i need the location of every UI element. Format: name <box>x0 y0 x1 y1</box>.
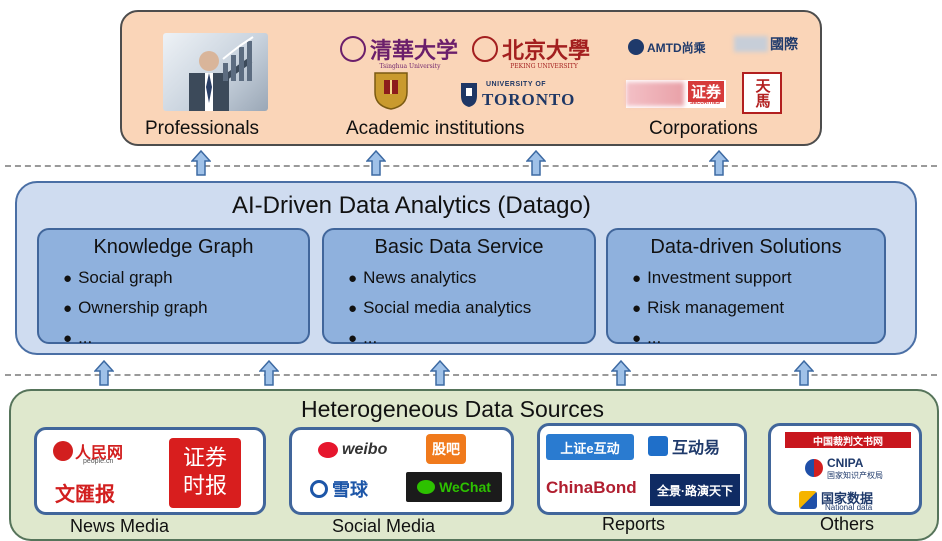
module-item: Social media analytics <box>348 293 594 323</box>
consumer-label-professionals: Professionals <box>145 118 260 139</box>
peking-seal-icon <box>471 36 498 62</box>
up-arrow-icon <box>526 150 546 176</box>
up-arrow-icon <box>191 150 211 176</box>
xueqiu-mark-icon <box>310 480 328 498</box>
national-data-mark-icon <box>799 491 817 509</box>
weibo-eye-icon <box>318 442 338 458</box>
data-sources-title: Heterogeneous Data Sources <box>301 396 605 422</box>
module-item: Risk management <box>632 293 884 323</box>
module-item: News analytics <box>348 263 594 293</box>
securities-logo: 证券 SECURITIES <box>626 80 726 108</box>
weibo-logo: weibo <box>318 438 418 462</box>
module-item: Social graph <box>63 263 308 293</box>
consumer-label-corporations: Corporations <box>649 118 758 139</box>
tsinghua-seal-icon <box>340 36 366 62</box>
toronto-logo: UNIVERSITY OF TORONTO <box>460 80 574 112</box>
module-item: ... <box>348 323 594 353</box>
wechat-bubble-icon <box>417 480 436 494</box>
source-label-social-media: Social Media <box>332 516 436 536</box>
international-logo: 國際 <box>734 33 806 55</box>
wenhui-logo: 文匯报 <box>55 482 115 506</box>
sse-einteract-logo: 上证e互动 <box>546 434 634 460</box>
up-arrow-icon <box>259 360 279 386</box>
peking-logo: 北京大學 PEKING UNIVERSITY <box>466 32 596 70</box>
up-arrow-icon <box>94 360 114 386</box>
separator-top <box>5 165 937 167</box>
module-title: Basic Data Service <box>374 236 544 258</box>
toronto-crest-icon <box>461 83 477 107</box>
module-item: Investment support <box>632 263 884 293</box>
separator-bottom <box>5 374 937 376</box>
analytics-title: AI-Driven Data Analytics (Datago) <box>232 192 591 219</box>
roadshow-logo: 全景·路演天下 <box>650 474 740 506</box>
guba-logo: 股吧 <box>426 434 466 464</box>
module-item: ... <box>63 323 308 353</box>
securities-times-logo: 证券时报 <box>169 438 241 508</box>
module-knowledge-graph: Knowledge Graph Social graph Ownership g… <box>37 228 310 347</box>
professionals-image <box>163 33 268 111</box>
xueqiu-logo: 雪球 <box>310 476 400 502</box>
up-arrow-icon <box>430 360 450 386</box>
source-label-others: Others <box>820 514 875 534</box>
source-label-reports: Reports <box>602 514 666 534</box>
source-others: 中国裁判文书网 CNIPA 国家知识产权局 国家数据 National data <box>768 423 922 515</box>
peoples-daily-logo: 人民网 people.cn <box>53 438 149 466</box>
module-basic-data-service: Basic Data Service News analytics Social… <box>322 228 596 347</box>
national-data-logo: 国家数据 National data <box>799 488 909 514</box>
module-data-driven-solutions: Data-driven Solutions Investment support… <box>606 228 886 347</box>
chinabond-logo: ChinaBond <box>546 478 637 497</box>
hudongyi-logo: 互动易 <box>648 432 744 460</box>
source-news-media: 人民网 people.cn 文匯报 证券时报 <box>34 427 266 515</box>
wechat-logo: WeChat <box>406 472 502 502</box>
source-label-news-media: News Media <box>70 516 170 536</box>
hudongyi-mark-icon <box>648 436 668 456</box>
module-item: ... <box>632 323 884 353</box>
people-mark-icon <box>53 441 73 461</box>
module-item: Ownership graph <box>63 293 308 323</box>
up-arrow-icon <box>709 150 729 176</box>
cnipa-logo: CNIPA 国家知识产权局 <box>805 456 905 482</box>
module-title: Data-driven Solutions <box>650 236 842 258</box>
up-arrow-icon <box>366 150 386 176</box>
amtd-logo: AMTD尚乘 <box>628 36 732 58</box>
cnipa-mark-icon <box>805 459 823 477</box>
up-arrow-icon <box>611 360 631 386</box>
up-arrow-icon <box>794 360 814 386</box>
tianma-seal-logo: 天馬 <box>742 72 782 114</box>
source-social-media: weibo 股吧 雪球 WeChat <box>289 427 514 515</box>
tsinghua-logo: 清華大学 Tsinghua University <box>340 32 458 70</box>
amtd-mark-icon <box>628 39 644 55</box>
university-crest-icon <box>372 70 410 110</box>
source-reports: 上证e互动 互动易 ChinaBond 全景·路演天下 <box>537 423 747 515</box>
consumer-label-academic: Academic institutions <box>346 118 525 139</box>
judgments-online-logo: 中国裁判文书网 <box>785 432 911 448</box>
module-title: Knowledge Graph <box>93 236 254 258</box>
